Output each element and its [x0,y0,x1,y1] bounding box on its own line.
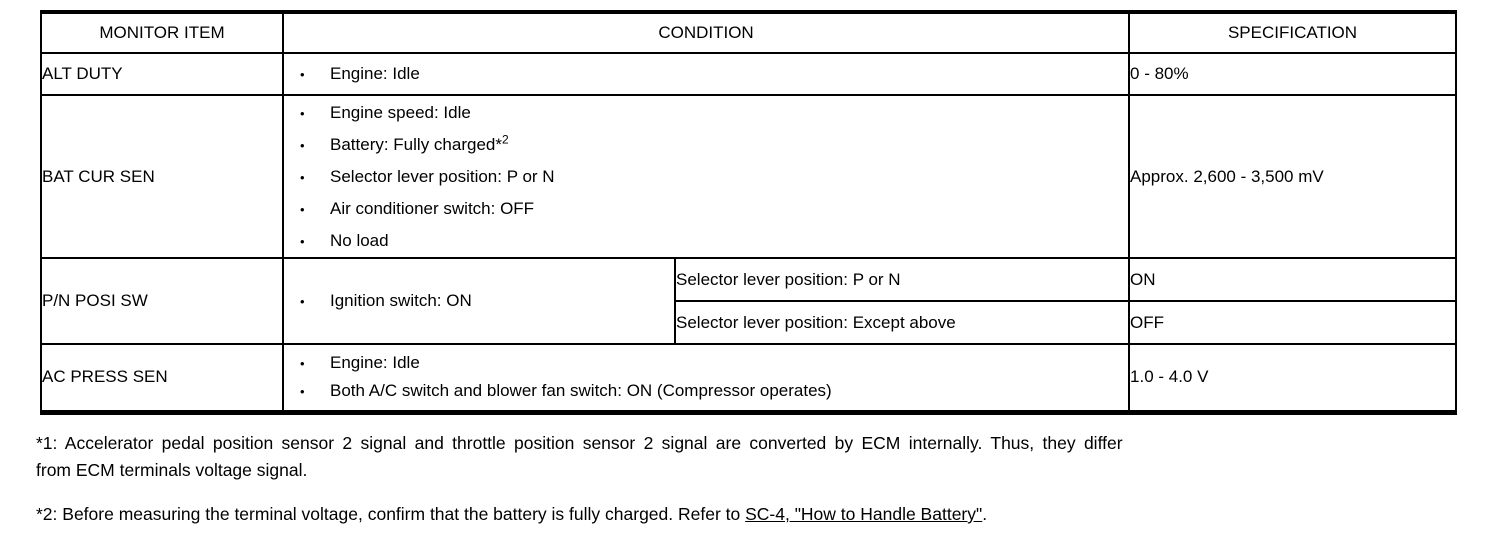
monitor-item-bat-cur-sen: BAT CUR SEN [40,94,284,259]
condition-line: • Engine speed: Idle [285,97,1127,129]
bullet-icon: • [300,105,305,121]
spec-pn-on: ON [1128,257,1458,302]
condition-alt-duty: • Engine: Idle [281,52,1131,96]
table-row-pn-posi-sw-2: Selector lever position: Except above OF… [41,300,1458,345]
sc4-battery-link[interactable]: SC-4, "How to Handle Battery" [745,504,983,524]
subcondition-except-above: Selector lever position: Except above [673,300,1131,345]
condition-text: No load [330,230,389,250]
bullet-icon: • [300,137,305,153]
table-row-bat-cur-sen: BAT CUR SEN • Engine speed: Idle • Batte… [40,94,1458,259]
condition-text: Engine speed: Idle [330,102,471,122]
condition-bat-cur-sen: • Engine speed: Idle • Battery: Fully ch… [281,94,1131,259]
bullet-icon: • [300,201,305,217]
condition-text: Selector lever position: P or N [330,166,555,186]
header-specification: SPECIFICATION [1128,11,1458,54]
monitor-item-ac-press-sen: AC PRESS SEN [40,343,284,413]
footnote-2: *2: Before measuring the terminal voltag… [36,501,1466,528]
bullet-icon: • [300,233,305,249]
bullet-icon: • [300,356,305,372]
footnote-1-line-1: *1: Accelerator pedal position sensor 2 … [36,433,1123,453]
footnote-2-period: . [982,504,988,524]
footnote-1: *1: Accelerator pedal position sensor 2 … [36,430,1466,483]
condition-line: • Selector lever position: P or N [285,161,1127,193]
condition-pn-posi-sw: • Ignition switch: ON [282,257,676,345]
condition-line: • Ignition switch: ON [285,287,673,315]
condition-line: • Engine: Idle [285,60,1127,88]
monitor-item-pn-posi-sw: P/N POSI SW [40,257,284,345]
spec-pn-off: OFF [1128,300,1458,345]
monitor-item-table: MONITOR ITEM CONDITION SPECIFICATION ALT… [40,10,1458,415]
condition-line: • Both A/C switch and blower fan switch:… [285,377,1127,405]
condition-text: Both A/C switch and blower fan switch: O… [330,381,832,401]
bullet-icon: • [300,67,305,82]
bullet-icon: • [300,384,305,400]
condition-text: Ignition switch: ON [330,291,472,310]
table-row-pn-posi-sw-1: P/N POSI SW • Ignition switch: ON Select… [40,257,1458,345]
subcondition-p-or-n: Selector lever position: P or N [673,257,1131,302]
spec-bat-cur-sen: Approx. 2,600 - 3,500 mV [1128,94,1458,259]
table-row-ac-press-sen: AC PRESS SEN • Engine: Idle • Both A/C s… [40,343,1458,413]
header-monitor-item: MONITOR ITEM [40,11,284,54]
condition-line: • Engine: Idle [285,349,1127,377]
bullet-icon: • [300,294,305,309]
footnote-2-text: *2: Before measuring the terminal voltag… [36,504,746,524]
footnote-marker: 2 [501,131,509,146]
spec-alt-duty: 0 - 80% [1128,52,1458,96]
header-condition: CONDITION [281,11,1131,54]
condition-line: • No load [285,225,1127,257]
table-row-alt-duty: ALT DUTY • Engine: Idle 0 - 80% [40,52,1458,96]
bullet-icon: • [300,169,305,185]
condition-line: • Battery: Fully charged*2 [285,129,1127,161]
monitor-item-alt-duty: ALT DUTY [40,52,284,96]
condition-text: Engine: Idle [330,353,420,373]
condition-text: Engine: Idle [330,64,420,83]
table-header-row: MONITOR ITEM CONDITION SPECIFICATION [40,11,1458,54]
condition-text: Air conditioner switch: OFF [330,198,535,218]
condition-text: Battery: Fully charged*2 [330,131,509,154]
condition-line: • Air conditioner switch: OFF [285,193,1127,225]
condition-ac-press-sen: • Engine: Idle • Both A/C switch and blo… [281,343,1131,413]
footnote-1-line-2: from ECM terminals voltage signal. [36,459,308,480]
spec-ac-press-sen: 1.0 - 4.0 V [1128,343,1458,413]
